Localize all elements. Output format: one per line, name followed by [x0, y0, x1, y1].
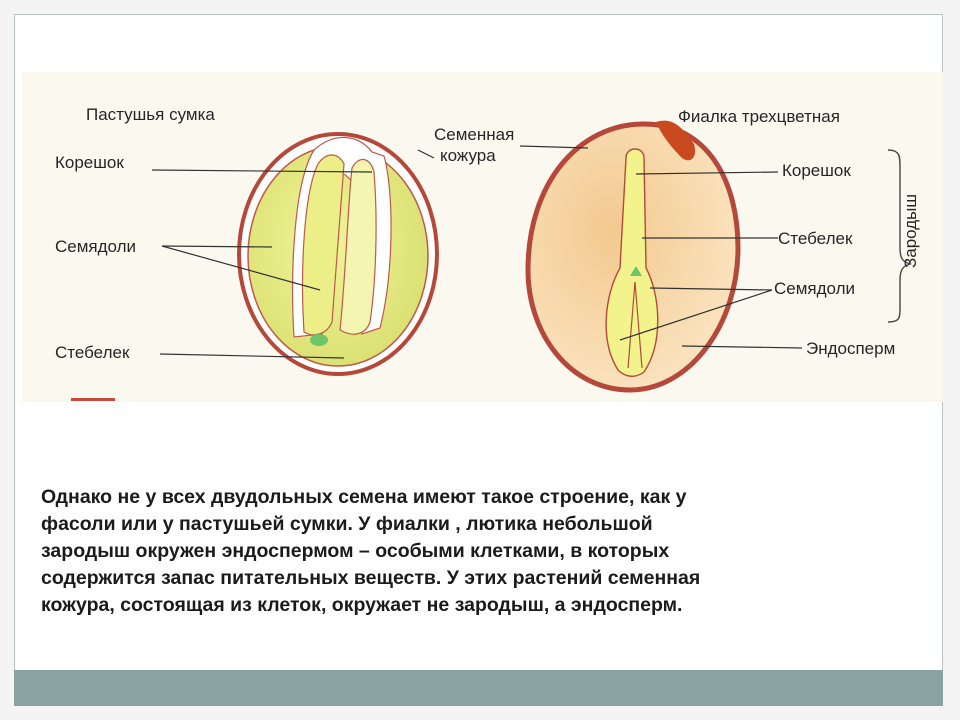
label-left-stem: Стебелек: [55, 343, 130, 362]
body-line: содержится запас питательных веществ. У …: [41, 567, 701, 589]
title-wild-pansy: Фиалка трехцветная: [678, 107, 840, 126]
left-seed: [237, 132, 439, 376]
label-right-cotyledons: Семядоли: [774, 279, 856, 298]
seed-diagram-svg: [71, 120, 913, 401]
slide-footer-bar: [14, 670, 943, 706]
label-endosperm: Эндосперм: [806, 339, 896, 358]
label-seed-coat-2: кожура: [440, 146, 496, 165]
body-line: фасоли или у пастушьей сумки. У фиалки ,…: [41, 513, 653, 535]
label-embryo: Зародыш: [901, 193, 920, 268]
body-line: Однако не у всех двудольных семена имеют…: [41, 486, 687, 508]
label-left-cotyledons: Семядоли: [55, 237, 137, 256]
seed-diagram-figure: Пастушья сумка Фиалка трехцветная Корешо…: [22, 72, 943, 402]
body-line: кожура, состоящая из клеток, окружает не…: [41, 594, 683, 616]
right-seed: [525, 120, 741, 393]
label-left-root: Корешок: [55, 153, 124, 172]
red-mark: [71, 398, 115, 401]
body-line: зародыш окружен эндоспермом – особыми кл…: [41, 540, 670, 562]
embryo-brace: [887, 149, 913, 323]
leader-lines: [151, 145, 803, 359]
label-seed-coat-1: Семенная: [434, 125, 515, 144]
label-right-root: Корешок: [782, 161, 851, 180]
label-right-stem: Стебелек: [778, 229, 853, 248]
body-paragraph: Однако не у всех двудольных семена имеют…: [41, 484, 921, 619]
title-shepherds-purse: Пастушья сумка: [86, 105, 215, 124]
